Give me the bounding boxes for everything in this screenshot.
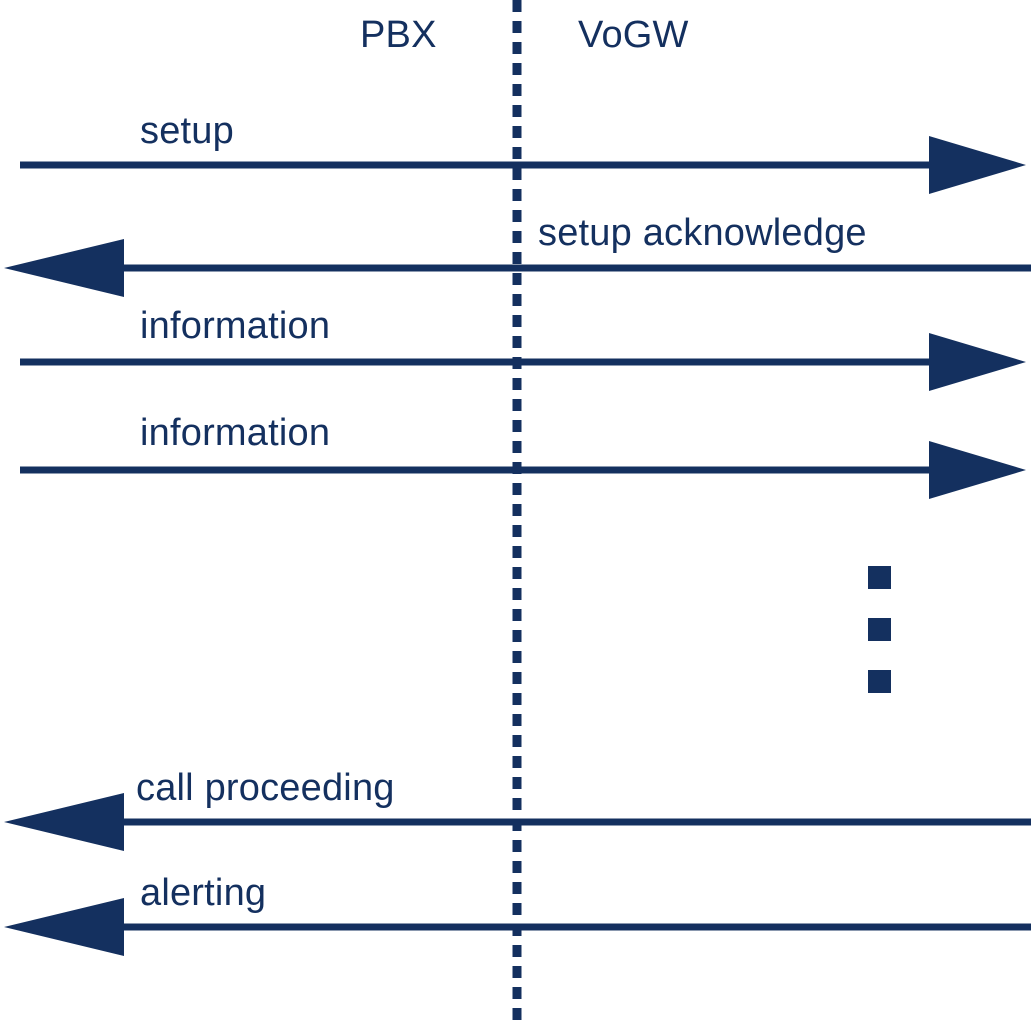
message-label: information	[140, 412, 331, 454]
arrow-head-right	[929, 441, 1026, 499]
message-label: setup	[140, 110, 234, 152]
message-label: call proceeding	[136, 767, 395, 809]
message-label: alerting	[140, 872, 267, 914]
arrow-head-right	[929, 333, 1026, 391]
lifeline-label-vogw: VoGW	[578, 14, 689, 56]
ellipsis-square	[868, 670, 891, 693]
arrow-head-left	[4, 793, 124, 851]
message-arrow	[4, 239, 1031, 297]
message-label: setup acknowledge	[538, 212, 867, 254]
message-label: information	[140, 305, 331, 347]
lifeline-label-pbx: PBX	[360, 14, 437, 56]
arrow-head-left	[4, 898, 124, 956]
arrow-head-right	[929, 136, 1026, 194]
ellipsis-square	[868, 566, 891, 589]
ellipsis-square	[868, 618, 891, 641]
arrow-head-left	[4, 239, 124, 297]
